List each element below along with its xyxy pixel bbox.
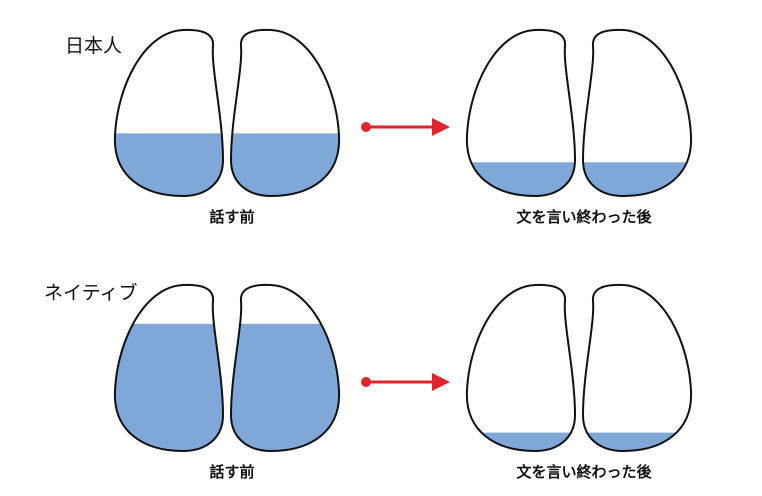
fill-level — [114, 133, 223, 196]
caption-after-native: 文を言い終わった後 — [516, 463, 652, 481]
lobe-outline — [582, 283, 693, 452]
transition-arrow-japanese — [361, 118, 450, 136]
lungs-after-native — [465, 283, 693, 452]
lungs-after-japanese — [465, 28, 693, 197]
row-label-japanese: 日本人 — [65, 35, 122, 57]
arrow-head-icon — [432, 373, 450, 391]
lobe-right — [230, 283, 341, 452]
lobe-right — [582, 283, 693, 452]
caption-after-japanese: 文を言い終わった後 — [516, 208, 652, 226]
row-japanese: 日本人 話す前 文を言い終わった後 — [65, 28, 693, 226]
caption-before-native: 話す前 — [209, 463, 254, 481]
lobe-outline — [465, 283, 576, 452]
caption-before-japanese: 話す前 — [209, 208, 254, 226]
lungs-before-native — [113, 283, 341, 452]
lobe-left — [113, 28, 224, 197]
lobe-right — [230, 28, 341, 197]
row-native: ネイティブ 話す前 文を言い終わった後 — [44, 281, 693, 481]
lobe-left — [465, 28, 576, 197]
fill-level — [231, 323, 340, 451]
arrow-head-icon — [432, 118, 450, 136]
lungs-before-japanese — [113, 28, 341, 197]
transition-arrow-native — [361, 373, 450, 391]
row-label-native: ネイティブ — [44, 281, 137, 304]
lobe-right — [582, 28, 693, 197]
lobe-left — [113, 283, 224, 452]
fill-level — [114, 323, 223, 451]
lobe-left — [465, 283, 576, 452]
